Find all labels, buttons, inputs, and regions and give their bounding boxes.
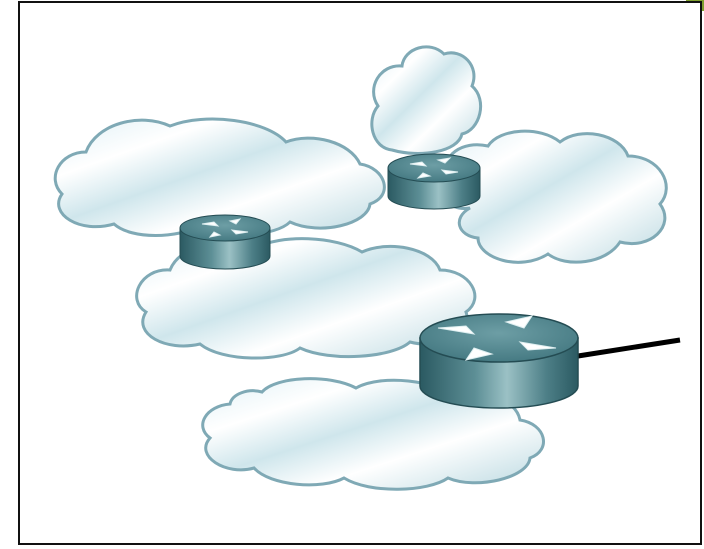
router-icon	[420, 314, 578, 408]
router-icon	[180, 215, 270, 269]
router-top-right	[388, 154, 480, 209]
router-icon	[388, 154, 480, 209]
router-large	[420, 314, 578, 408]
uplink-line	[578, 340, 680, 356]
router-top-left	[180, 215, 270, 269]
cloud-top-small	[372, 47, 481, 154]
